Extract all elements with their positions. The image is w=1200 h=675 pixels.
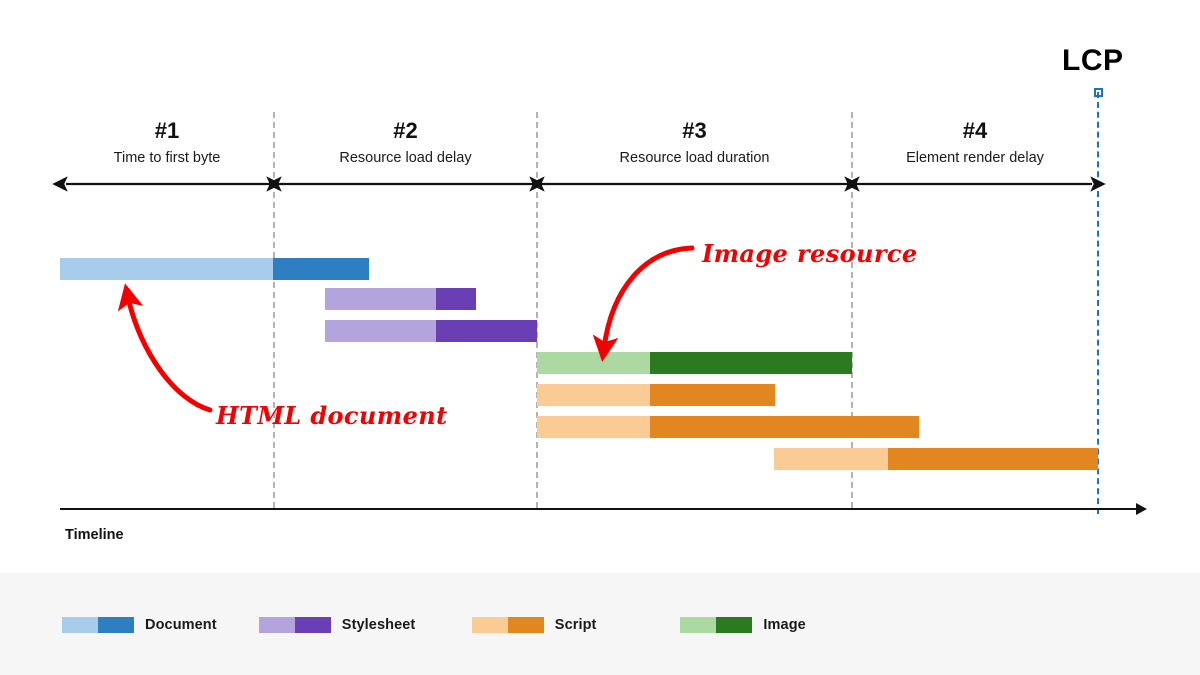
bar-segment-download: [436, 288, 476, 310]
bar-segment-wait: [537, 352, 650, 374]
phase-number: #3: [682, 118, 707, 143]
bar-segment-download: [650, 416, 919, 438]
phase-number: #1: [154, 118, 180, 143]
bar-segment-download: [436, 320, 537, 342]
chart-legend: Document Stylesheet Script Image: [62, 617, 806, 633]
legend-label: Stylesheet: [341, 617, 416, 633]
legend-swatch-dark: [98, 617, 134, 633]
phase-divider-line: [851, 112, 853, 508]
waterfall-bar-script: [537, 384, 775, 406]
waterfall-bar-stylesheet: [325, 288, 476, 310]
bar-segment-wait: [537, 416, 650, 438]
legend-swatch: [258, 617, 331, 633]
phase-name: Resource load duration: [619, 150, 770, 166]
legend-swatch: [62, 617, 134, 633]
annotation-arrows: [52, 176, 1106, 413]
waterfall-bar-script: [774, 448, 1098, 470]
annotation-html-document: HTML document: [216, 401, 448, 430]
phase-name: Resource load delay: [339, 150, 472, 166]
bar-segment-wait: [325, 320, 436, 342]
waterfall-bar-script: [537, 416, 919, 438]
legend-swatch-light: [680, 617, 717, 633]
legend-item-image[interactable]: Image: [680, 617, 806, 633]
bar-segment-wait: [537, 384, 650, 406]
legend-label: Script: [554, 617, 597, 633]
annotation-image-resource: Image resource: [702, 239, 918, 268]
legend-swatch-light: [258, 617, 295, 633]
legend-swatch: [680, 617, 753, 633]
bar-segment-download: [273, 258, 369, 280]
phase-divider-line: [536, 112, 538, 508]
timeline-axis-arrow-icon: [1136, 503, 1147, 515]
legend-item-script[interactable]: Script: [471, 617, 597, 633]
phase-number: #4: [962, 118, 988, 143]
waterfall-bar-document: [60, 258, 369, 280]
legend-label: Document: [145, 617, 217, 633]
phase-divider-line: [273, 112, 275, 508]
legend-item-stylesheet[interactable]: Stylesheet: [258, 617, 416, 633]
legend-item-document[interactable]: Document: [62, 617, 217, 633]
timeline-axis: [60, 508, 1138, 510]
legend-footer: Document Stylesheet Script Image: [0, 573, 1200, 675]
phase-name: Element render delay: [906, 150, 1044, 166]
waterfall-bar-image: [537, 352, 852, 374]
phase-number: #2: [393, 118, 418, 143]
phase-name: Time to first byte: [113, 150, 221, 166]
legend-swatch-light: [62, 617, 98, 633]
bar-segment-wait: [774, 448, 888, 470]
bar-segment-download: [888, 448, 1098, 470]
lcp-label: LCP: [1062, 44, 1124, 77]
legend-swatch-light: [471, 617, 508, 633]
bar-segment-wait: [60, 258, 273, 280]
legend-swatch-dark: [294, 617, 331, 633]
legend-swatch-dark: [716, 617, 753, 633]
bar-segment-wait: [325, 288, 436, 310]
legend-swatch: [471, 617, 544, 633]
legend-swatch-dark: [507, 617, 544, 633]
lcp-divider-line: [1097, 92, 1099, 514]
bar-segment-download: [650, 352, 852, 374]
legend-label: Image: [763, 617, 806, 633]
timeline-axis-label: Timeline: [65, 527, 124, 543]
waterfall-bar-stylesheet: [325, 320, 537, 342]
bar-segment-download: [650, 384, 775, 406]
